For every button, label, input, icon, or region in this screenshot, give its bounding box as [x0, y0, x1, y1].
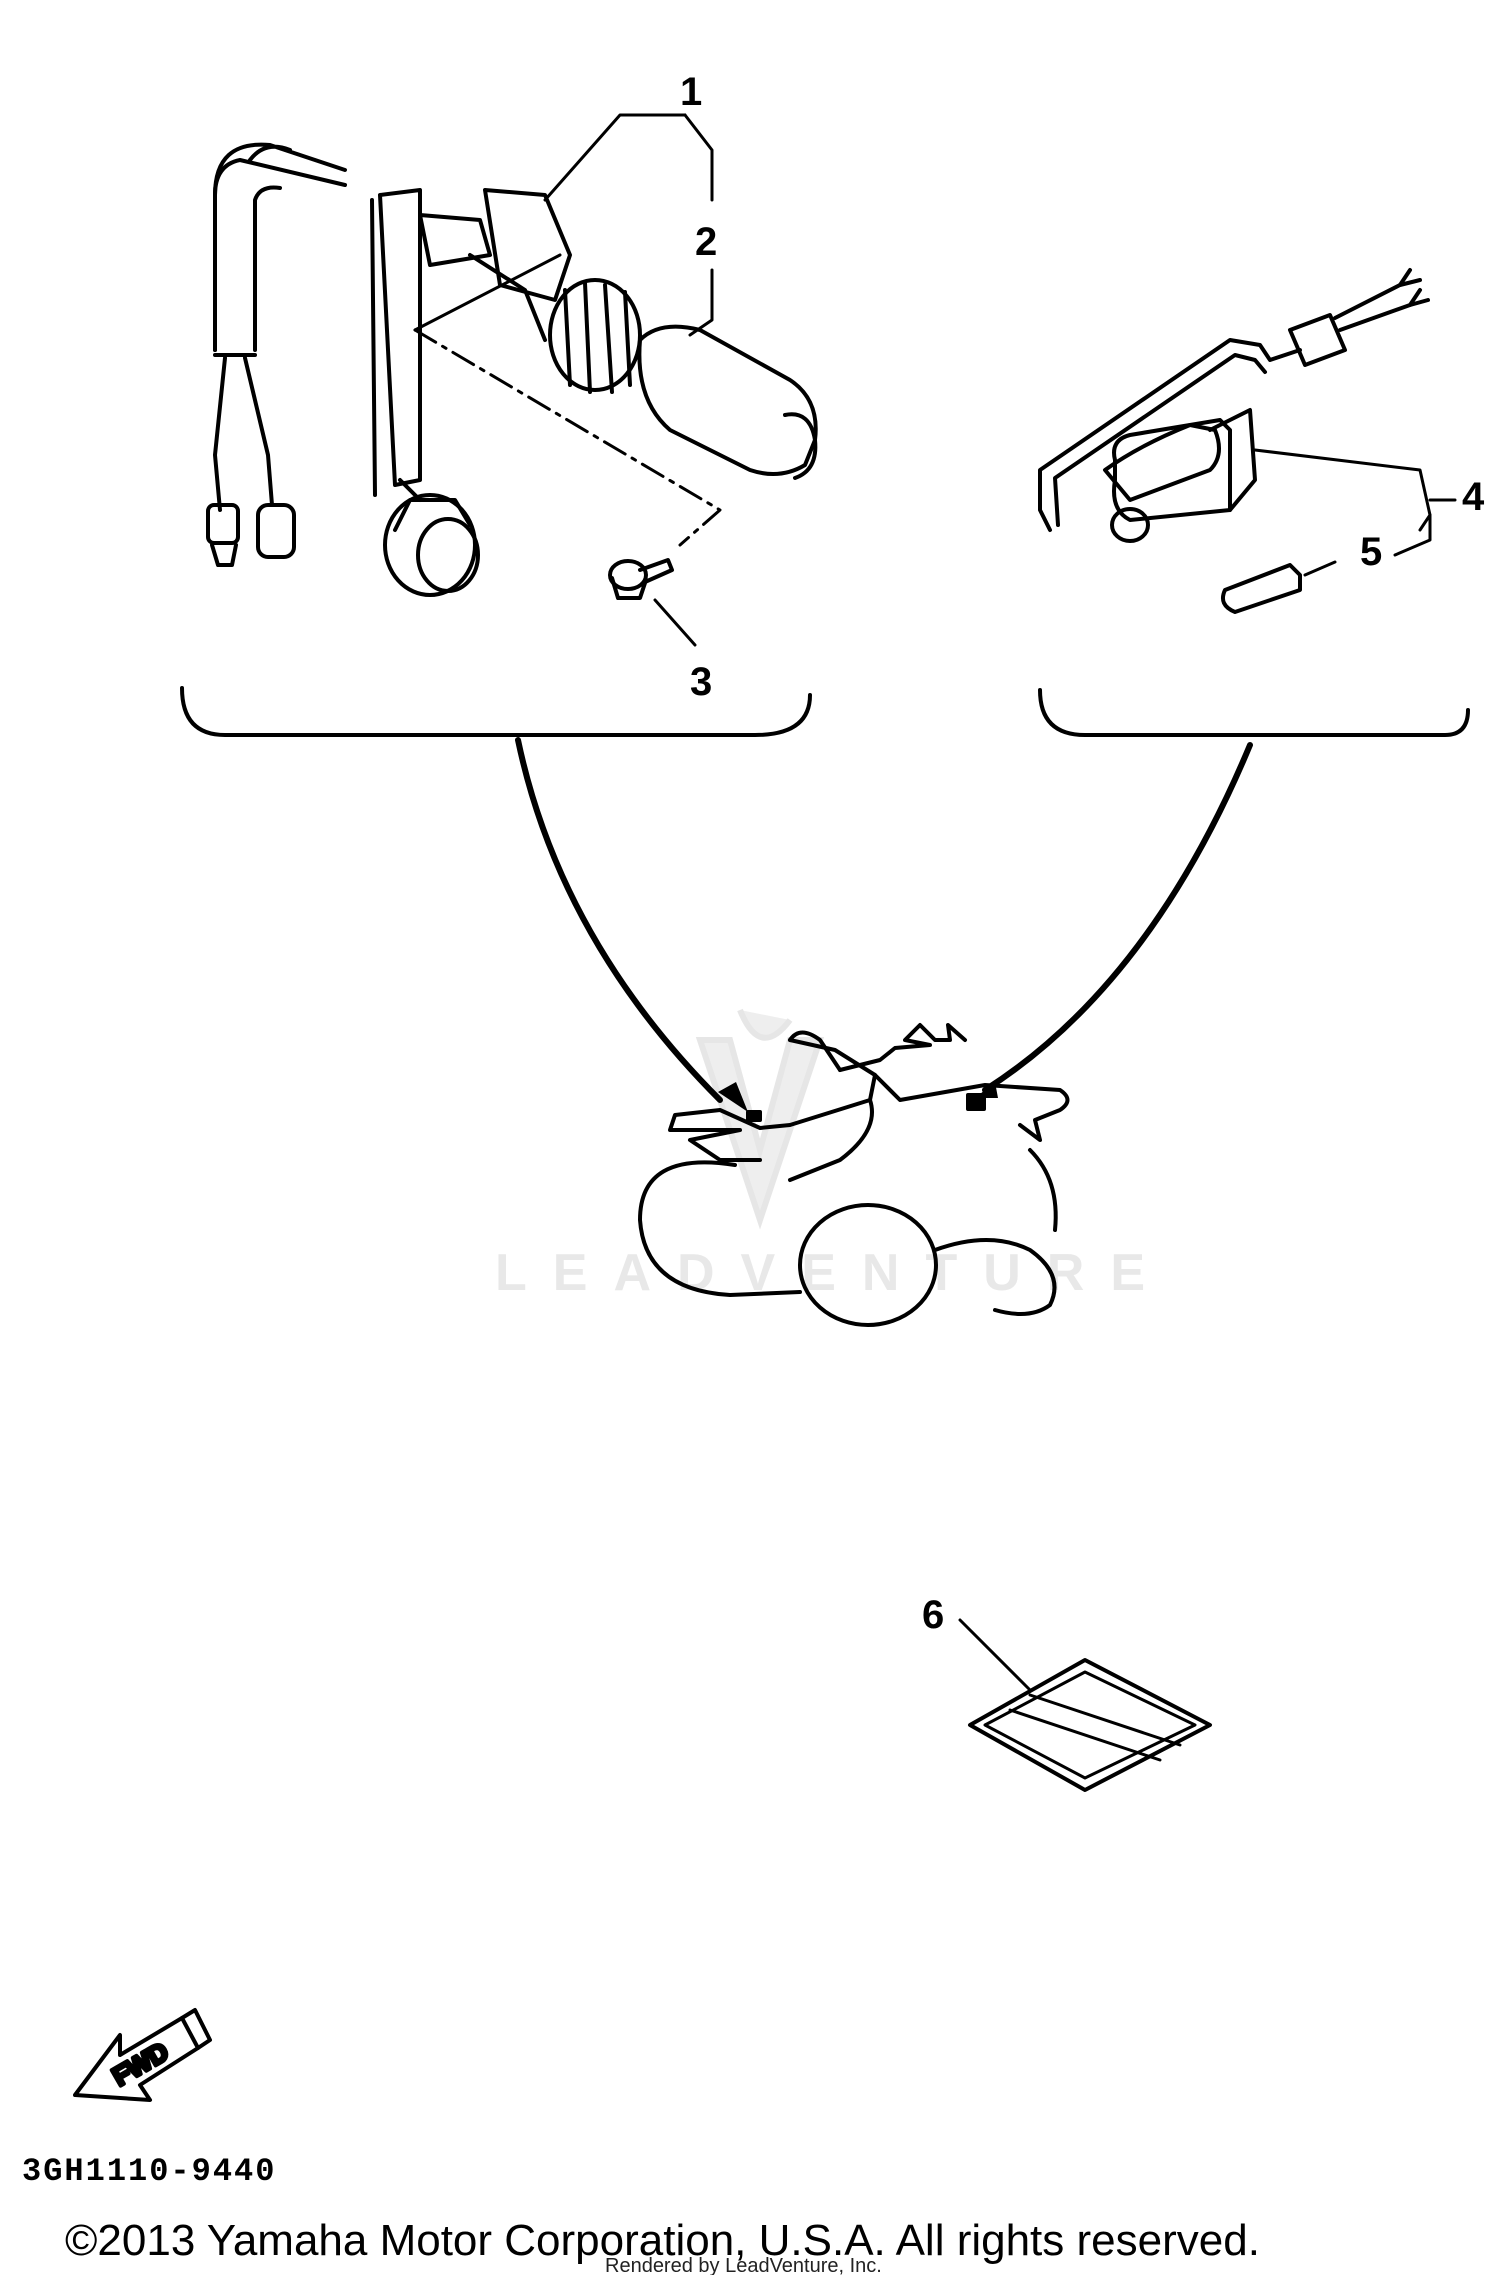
- owners-manual: [958, 1618, 1212, 1792]
- copyright-notice: ©2013 Yamaha Motor Corporation, U.S.A. A…: [65, 2216, 1260, 2265]
- leader-3: [653, 598, 697, 647]
- pointer-left: [515, 737, 723, 1103]
- diagram-part-code: 3GH1110-9440: [22, 2153, 276, 2190]
- callout-2: 2: [695, 220, 717, 264]
- pointer-right: [982, 742, 1253, 1093]
- wire-loop: [1038, 338, 1302, 532]
- right-brace: [1038, 688, 1470, 737]
- callout-6: 6: [922, 1593, 944, 1637]
- left-brace: [180, 686, 812, 737]
- right-assembly: [1038, 268, 1470, 737]
- watermark: LEADVENTURE: [495, 1008, 1171, 1302]
- location-pointers: [515, 737, 1253, 1112]
- leader-4: [1253, 448, 1457, 532]
- screw: [608, 558, 674, 600]
- callout-5: 5: [1360, 530, 1382, 574]
- switch-body: [418, 213, 492, 267]
- callout-4: 4: [1462, 475, 1485, 519]
- callout-3: 3: [690, 660, 712, 704]
- watermark-text: LEADVENTURE: [495, 1244, 1171, 1302]
- fuse: [1221, 563, 1302, 614]
- fuse-holder: [1288, 313, 1347, 367]
- atv-outline: [638, 1023, 1070, 1327]
- leader-5: [1303, 513, 1432, 577]
- leader-1: [543, 113, 687, 202]
- leader-6: [958, 1618, 1032, 1692]
- bracket-plate: [370, 188, 422, 497]
- location-mark-left: [746, 1110, 762, 1122]
- leader-2: [688, 268, 714, 337]
- connector-left: [206, 503, 240, 545]
- left-assembly: [180, 113, 818, 737]
- rendered-by-notice: Rendered by LeadVenture, Inc.: [605, 2255, 882, 2275]
- callout-1: 1: [680, 70, 702, 114]
- relay: [1112, 418, 1232, 522]
- wire-left: [213, 356, 227, 512]
- hose: [213, 142, 347, 352]
- fwd-arrow-icon: FWD: [73, 2008, 212, 2102]
- wire-right: [243, 356, 274, 507]
- rubber-boot: [637, 324, 818, 476]
- location-mark-right: [966, 1093, 986, 1111]
- connector-right: [256, 503, 296, 559]
- threaded-nut: [548, 278, 642, 392]
